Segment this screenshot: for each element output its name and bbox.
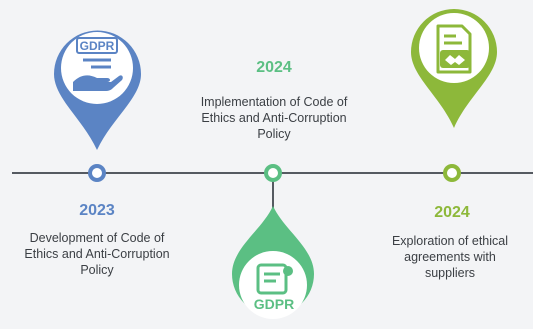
- milestone-1-year: 2023: [79, 202, 115, 219]
- milestone-1-description: Development of Code of Ethics and Anti-C…: [24, 231, 170, 277]
- gdpr-document-icon: GDPR: [248, 261, 300, 313]
- timeline-connector-2: [272, 174, 274, 230]
- milestone-2-year: 2024: [256, 59, 292, 76]
- milestone-3-description: Exploration of ethical agreements with s…: [391, 234, 509, 280]
- gdpr-hand-icon: GDPR: [67, 36, 127, 96]
- gdpr-hand-icon-text: GDPR: [80, 39, 115, 53]
- gdpr-document-icon-text: GDPR: [254, 296, 294, 312]
- milestone-2-description: Implementation of Code of Ethics and Ant…: [200, 95, 348, 141]
- handshake-document-icon: [428, 22, 480, 76]
- milestone-3-year: 2024: [434, 204, 470, 221]
